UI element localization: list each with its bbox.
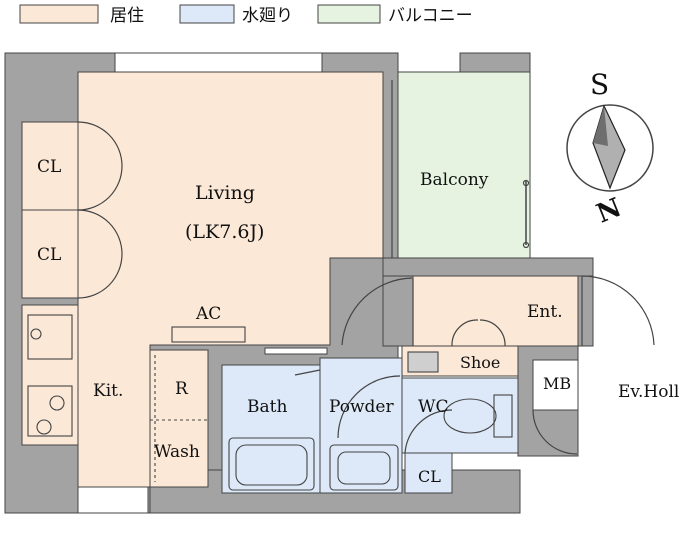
label-fridge: R <box>175 379 189 399</box>
legend-water-swatch <box>179 4 235 24</box>
label-wash: Wash <box>154 442 200 462</box>
compass: S N <box>566 68 654 230</box>
label-living: Living <box>195 182 255 204</box>
room-fills <box>21 71 579 494</box>
compass-needle-dark <box>593 106 608 146</box>
room-labels: Living (LK7.6J) Balcony CL CL AC Kit. R … <box>37 157 679 486</box>
legend-water-label: 水廻り <box>242 6 293 26</box>
label-mb: MB <box>543 374 571 393</box>
doors <box>77 80 655 455</box>
label-balcony: Balcony <box>420 170 489 190</box>
legend-living-label: 居住 <box>110 6 144 26</box>
label-powder: Powder <box>329 397 394 417</box>
label-ac: AC <box>195 304 221 324</box>
compass-north-label: N <box>592 193 625 230</box>
label-living-size: (LK7.6J) <box>185 221 264 243</box>
windows <box>77 52 328 514</box>
label-shoe: Shoe <box>460 353 500 372</box>
label-closet-1: CL <box>37 157 61 177</box>
label-hall: Ev.Holl <box>618 382 679 402</box>
label-closet-2: CL <box>37 245 61 265</box>
compass-south-label: S <box>590 68 609 101</box>
legend-living-swatch <box>19 4 99 24</box>
label-entrance: Ent. <box>527 302 563 322</box>
label-kitchen: Kit. <box>93 381 123 401</box>
legend-balcony-swatch <box>317 4 381 24</box>
label-wc: WC <box>418 397 448 417</box>
label-bath: Bath <box>247 397 287 417</box>
label-closet-3: CL <box>418 467 441 486</box>
legend: 居住 水廻り バルコニー <box>19 4 473 26</box>
legend-balcony-label: バルコニー <box>388 6 473 26</box>
fixtures <box>27 314 513 491</box>
